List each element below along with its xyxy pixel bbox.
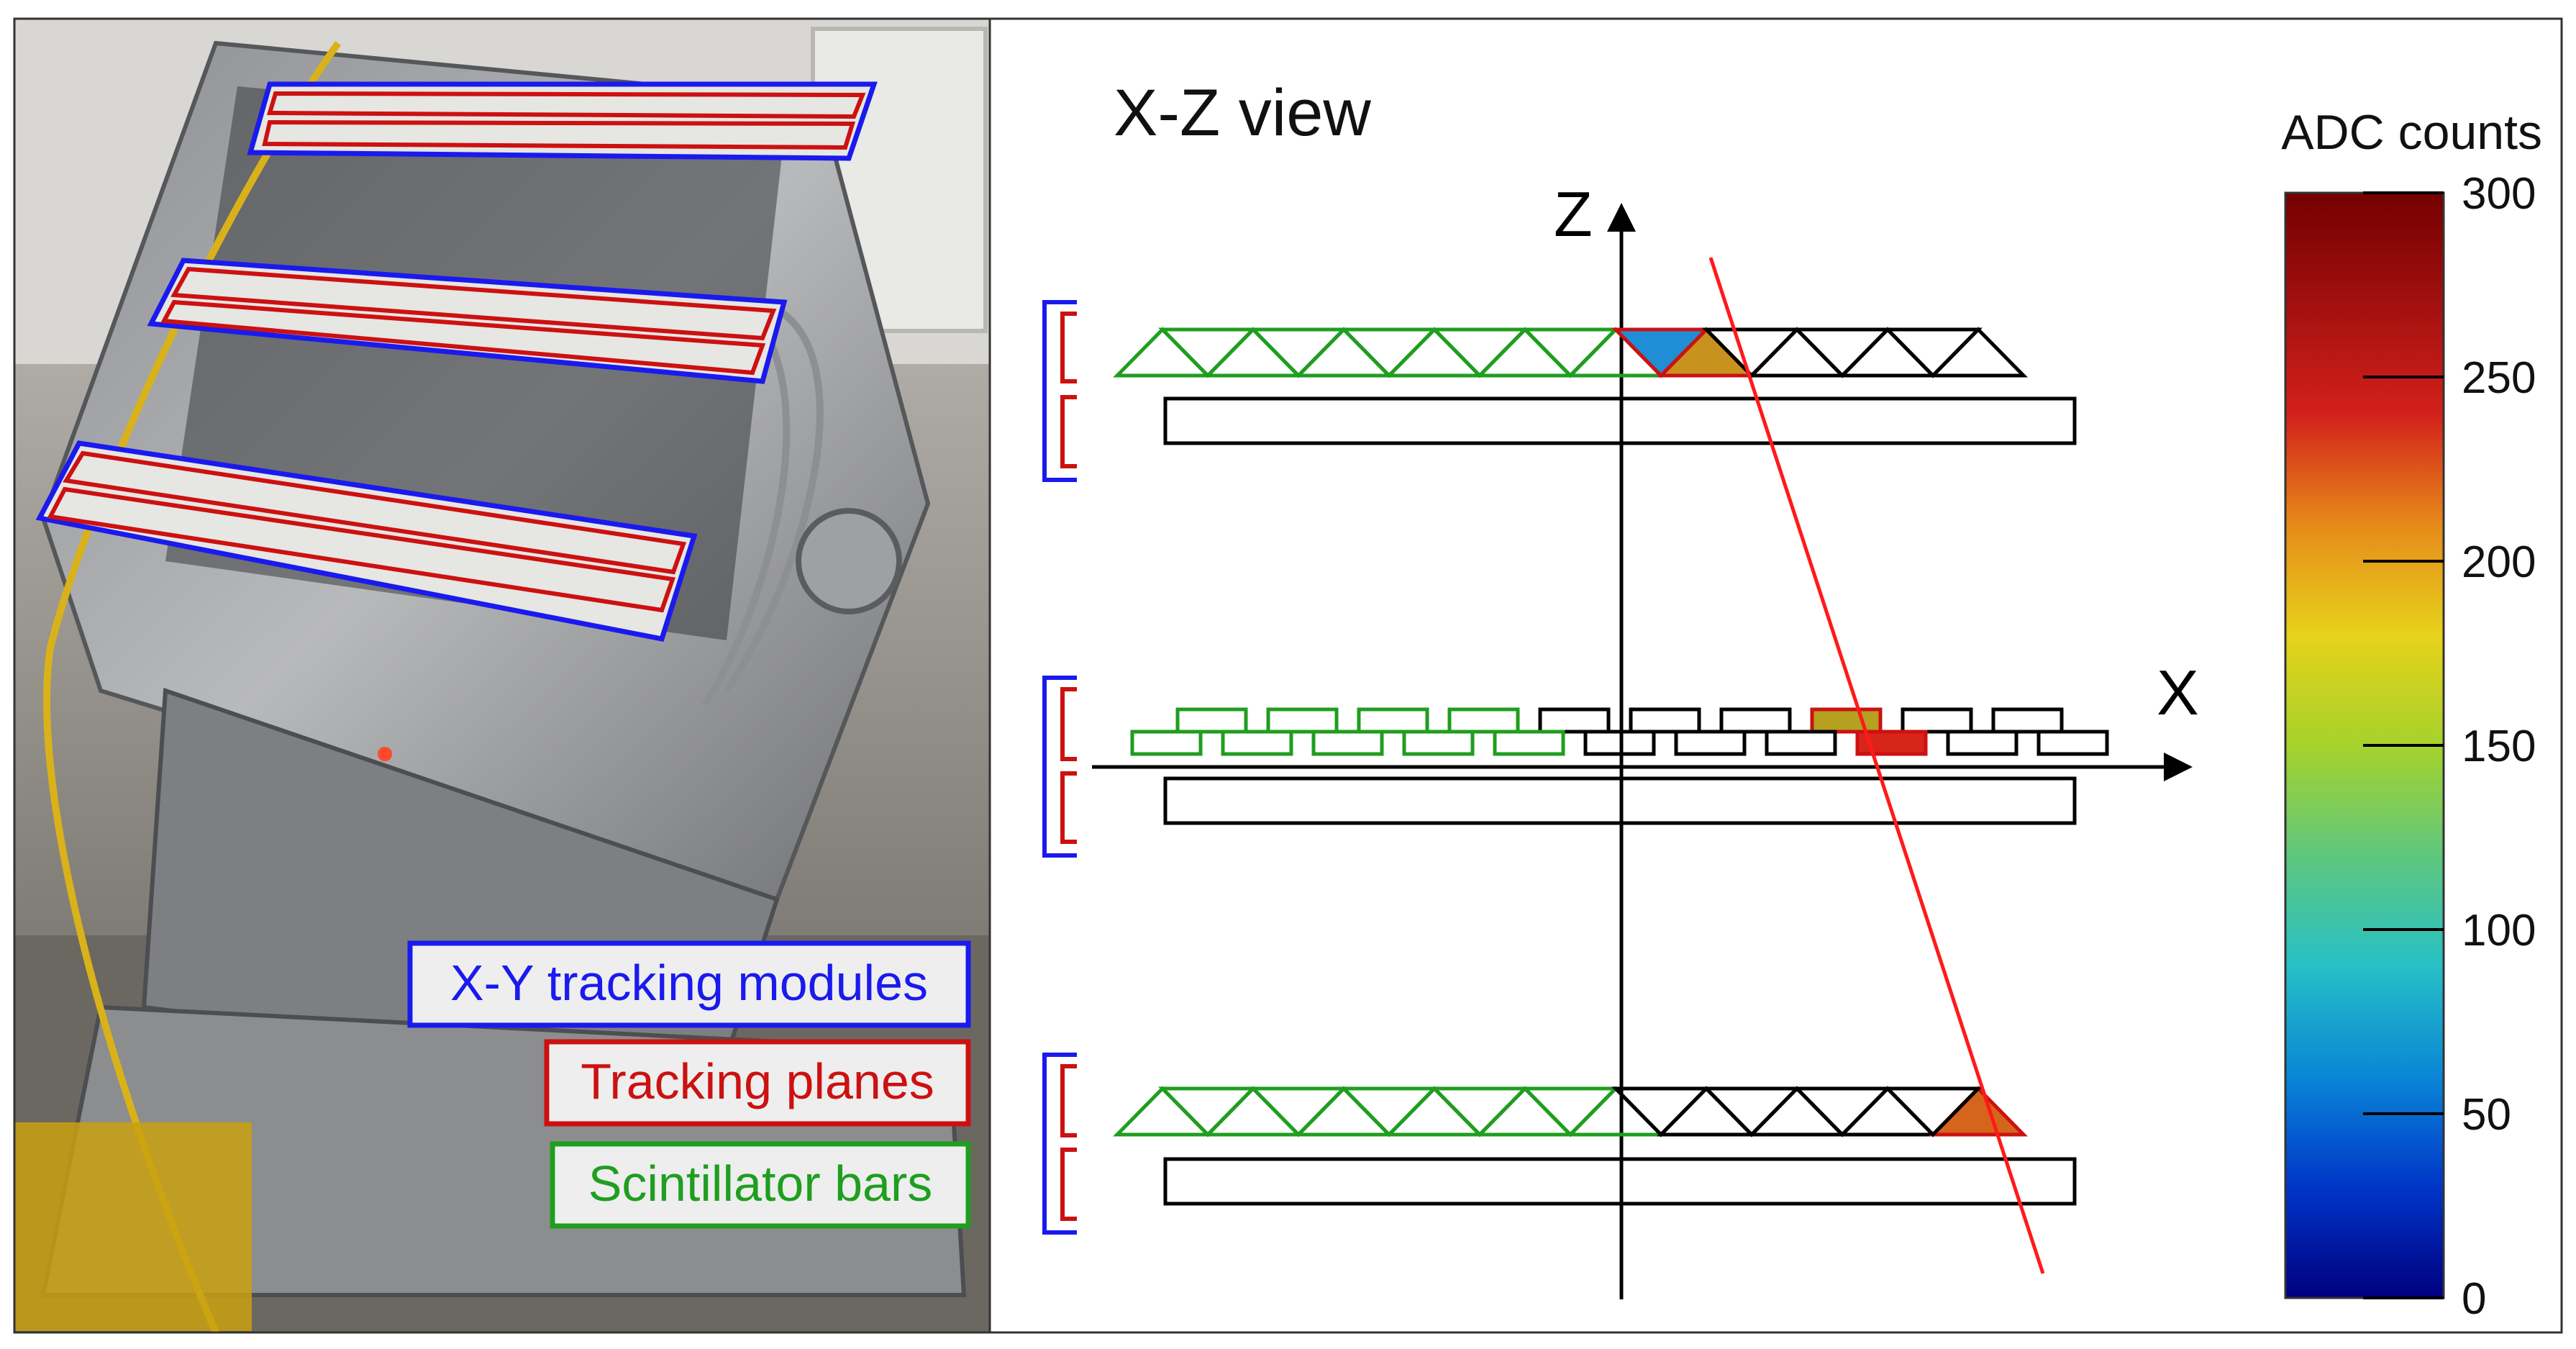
legend-modules-label: X-Y tracking modules: [450, 955, 928, 1011]
legend-planes-label: Tracking planes: [581, 1053, 934, 1109]
middle-bar-upper-7: [1810, 707, 1883, 734]
top-triangle-plane-bar-down-3: [1430, 327, 1529, 378]
top-triangle-plane-bar-down-0: [1158, 327, 1257, 378]
bottom-triangle-plane-bar-down-8: [1883, 1086, 1983, 1137]
middle-bar-upper-5: [1629, 707, 1701, 734]
middle-bar-upper-8: [1901, 707, 1973, 734]
photo-pivot-disc: [796, 508, 902, 614]
middle-bar-lower-3: [1402, 730, 1475, 756]
middle-bar-lower-5: [1583, 730, 1656, 756]
module-brackets: [1042, 300, 1077, 1235]
middle-rect-plane: [1130, 707, 2109, 756]
legend-modules: X-Y tracking modules: [407, 940, 971, 1028]
photo-frame: [13, 17, 991, 1334]
colorbar-ticks: 0 50 100 150 200 250 300: [2363, 169, 2536, 1324]
colorbar-tick-label-3: 150: [2462, 722, 2536, 771]
middle-bar-lower-1: [1221, 730, 1293, 756]
middle-bar-upper-6: [1719, 707, 1792, 734]
bottom-triangle-plane-bar-down-0: [1158, 1086, 1257, 1137]
bottom-triangle-plane: [1113, 1086, 2028, 1137]
bottom-triangle-plane-bar-down-1: [1249, 1086, 1348, 1137]
top-triangle-plane-bar-down-5: [1611, 327, 1711, 378]
plane-bracket-bottom-1: [1060, 1064, 1077, 1137]
top-triangle-plane-bar-down-1: [1249, 327, 1348, 378]
colorbar-tick-label-6: 300: [2462, 169, 2536, 219]
photo-yellow-cable: [43, 41, 342, 1334]
legend-bars-label: Scintillator bars: [588, 1155, 933, 1212]
module-bracket-bottom: [1042, 1053, 1077, 1235]
plane-bracket-top-2: [1060, 395, 1077, 468]
plane-bracket-middle-1: [1060, 687, 1077, 761]
photo-yellow-frame: [14, 1122, 252, 1331]
top-triangle-plane-bar-down-4: [1521, 327, 1620, 378]
reconstructed-track: [1708, 257, 2045, 1274]
photo-module-3: [35, 440, 698, 642]
scintillator-planes: [1113, 327, 2109, 1206]
bottom-triangle-plane-bar-down-6: [1702, 1086, 1801, 1137]
bottom-flat-plane: [1163, 1157, 2077, 1206]
middle-bar-lower-7: [1765, 730, 1837, 756]
photo-led: [378, 747, 392, 761]
top-triangle-plane-bar-down-7: [1793, 327, 1892, 378]
middle-bar-upper-4: [1538, 707, 1611, 734]
middle-bar-upper-3: [1447, 707, 1520, 734]
photo-module-2: [147, 258, 788, 384]
legend-bars: Scintillator bars: [550, 1141, 971, 1229]
colorbar-tick-label-2: 100: [2462, 906, 2536, 955]
bottom-triangle-plane-bar-down-3: [1430, 1086, 1529, 1137]
colorbar-tick-label-4: 200: [2462, 537, 2536, 587]
bottom-triangle-plane-bar-down-5: [1611, 1086, 1711, 1137]
middle-bar-lower-0: [1130, 730, 1203, 756]
x-axis: [1092, 753, 2193, 781]
photo-panel: X-Y tracking modules Tracking planes Sci…: [14, 19, 990, 1334]
middle-bar-lower-4: [1493, 730, 1565, 756]
middle-bar-lower-6: [1674, 730, 1747, 756]
photo-module-1: [247, 81, 878, 161]
middle-bar-lower-2: [1311, 730, 1384, 756]
middle-bar-upper-9: [1991, 707, 2064, 734]
colorbar-tick-label-5: 250: [2462, 353, 2536, 403]
colorbar-title: ADC counts: [2281, 105, 2542, 160]
z-axis: [1607, 203, 1636, 1299]
middle-bar-upper-1: [1266, 707, 1339, 734]
module-bracket-middle: [1042, 676, 1077, 858]
top-triangle-plane-bar-down-6: [1702, 327, 1801, 378]
top-triangle-plane-bar-down-2: [1339, 327, 1439, 378]
z-axis-label: Z: [1554, 178, 1593, 250]
colorbar-tick-label-1: 50: [2462, 1090, 2511, 1140]
middle-bar-lower-10: [2036, 730, 2109, 756]
middle-bar-lower-9: [1946, 730, 2019, 756]
plane-bracket-top-1: [1060, 312, 1077, 383]
x-axis-label: X: [2157, 657, 2199, 728]
middle-bar-upper-2: [1357, 707, 1429, 734]
colorbar-tick-label-0: 0: [2462, 1274, 2486, 1324]
top-triangle-plane-bar-down-8: [1883, 327, 1983, 378]
legend-planes: Tracking planes: [544, 1039, 971, 1127]
colorbar: 0 50 100 150 200 250 300: [2284, 169, 2536, 1324]
view-title: X-Z view: [1114, 76, 1371, 150]
plane-bracket-middle-2: [1060, 771, 1077, 844]
plane-bracket-bottom-2: [1060, 1148, 1077, 1221]
bottom-triangle-plane-bar-down-7: [1793, 1086, 1892, 1137]
module-bracket-top: [1042, 300, 1077, 482]
top-flat-plane: [1163, 396, 2077, 445]
middle-bar-upper-0: [1175, 707, 1248, 734]
diagram-panel: X-Z view Z X: [13, 17, 2563, 1334]
bottom-triangle-plane-bar-down-4: [1521, 1086, 1620, 1137]
bottom-triangle-plane-bar-down-2: [1339, 1086, 1439, 1137]
middle-flat-plane: [1163, 776, 2077, 825]
top-triangle-plane: [1113, 327, 2028, 378]
